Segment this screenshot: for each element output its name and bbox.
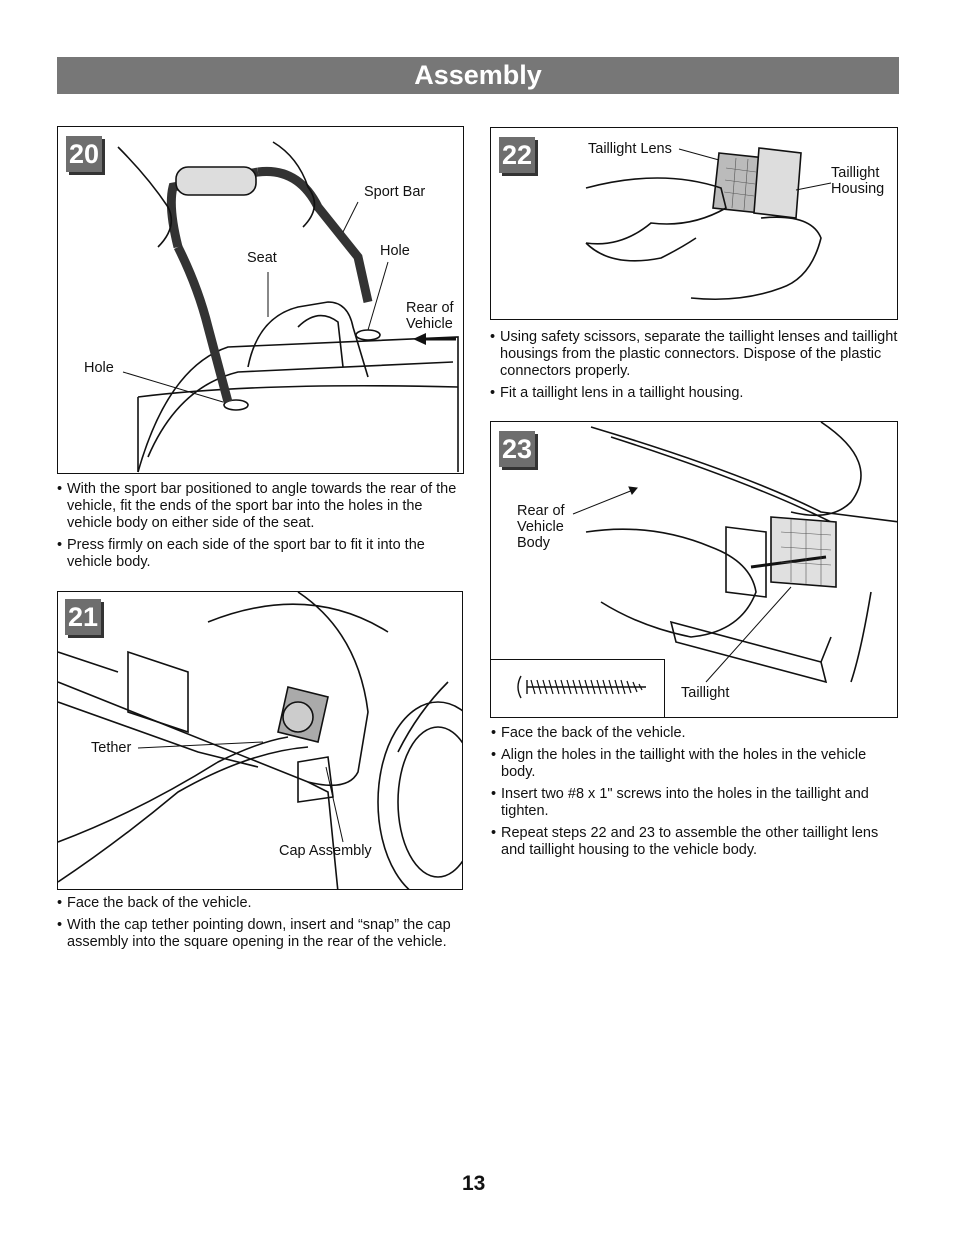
step-number: 23	[499, 431, 535, 467]
label-taillight-housing: Taillight Housing	[831, 165, 885, 197]
label-seat: Seat	[247, 250, 277, 266]
instruction: Insert two #8 x 1" screws into the holes…	[491, 786, 891, 820]
taillight-lens-drawing	[585, 147, 832, 300]
instruction: With the cap tether pointing down, inser…	[57, 917, 452, 951]
instruction: Press firmly on each side of the sport b…	[57, 537, 467, 571]
cap-assembly-drawing	[58, 592, 462, 889]
step-20-instructions: With the sport bar positioned to angle t…	[57, 481, 467, 576]
step-23-illustration: 23 Rear of Vehicle Body Taillight	[490, 421, 898, 718]
step-number: 22	[499, 137, 535, 173]
step-number: 20	[66, 136, 102, 172]
instruction: Repeat steps 22 and 23 to assemble the o…	[491, 825, 891, 859]
step-21-illustration: 21 Tether Cap Assembly	[57, 591, 463, 890]
screw-inset	[491, 659, 665, 717]
label-taillight: Taillight	[681, 685, 730, 701]
instruction: With the sport bar positioned to angle t…	[57, 481, 467, 532]
step-22-illustration: 22 Taillight Lens Taillight Housing	[490, 127, 898, 320]
label-hole-left: Hole	[84, 360, 114, 376]
label-rear-of-vehicle-body: Rear of Vehicle Body	[517, 503, 565, 551]
label-sport-bar: Sport Bar	[364, 184, 426, 200]
page-number: 13	[462, 1172, 486, 1195]
taillight-install-drawing	[572, 422, 897, 684]
screw-icon	[517, 675, 646, 699]
label-hole-right: Hole	[380, 243, 410, 259]
step-22-instructions: Using safety scissors, separate the tail…	[490, 329, 900, 407]
instruction: Align the holes in the taillight with th…	[491, 747, 891, 781]
sport-bar-drawing	[117, 141, 459, 473]
instruction: Fit a taillight lens in a taillight hous…	[490, 385, 900, 402]
label-taillight-lens: Taillight Lens	[588, 141, 672, 157]
instruction: Face the back of the vehicle.	[491, 725, 891, 742]
label-rear-of-vehicle: Rear of Vehicle	[406, 300, 454, 332]
step-21-instructions: Face the back of the vehicle. With the c…	[57, 895, 452, 956]
label-tether: Tether	[91, 740, 132, 756]
instruction: Face the back of the vehicle.	[57, 895, 452, 912]
step-20-illustration: 20 Sport Bar Seat Hole Rear of Vehicle H…	[57, 126, 464, 474]
label-cap-assembly: Cap Assembly	[279, 843, 372, 859]
step-23-instructions: Face the back of the vehicle. Align the …	[491, 725, 891, 864]
instruction: Using safety scissors, separate the tail…	[490, 329, 900, 380]
page-title: Assembly	[57, 57, 899, 94]
step-number: 21	[65, 599, 101, 635]
